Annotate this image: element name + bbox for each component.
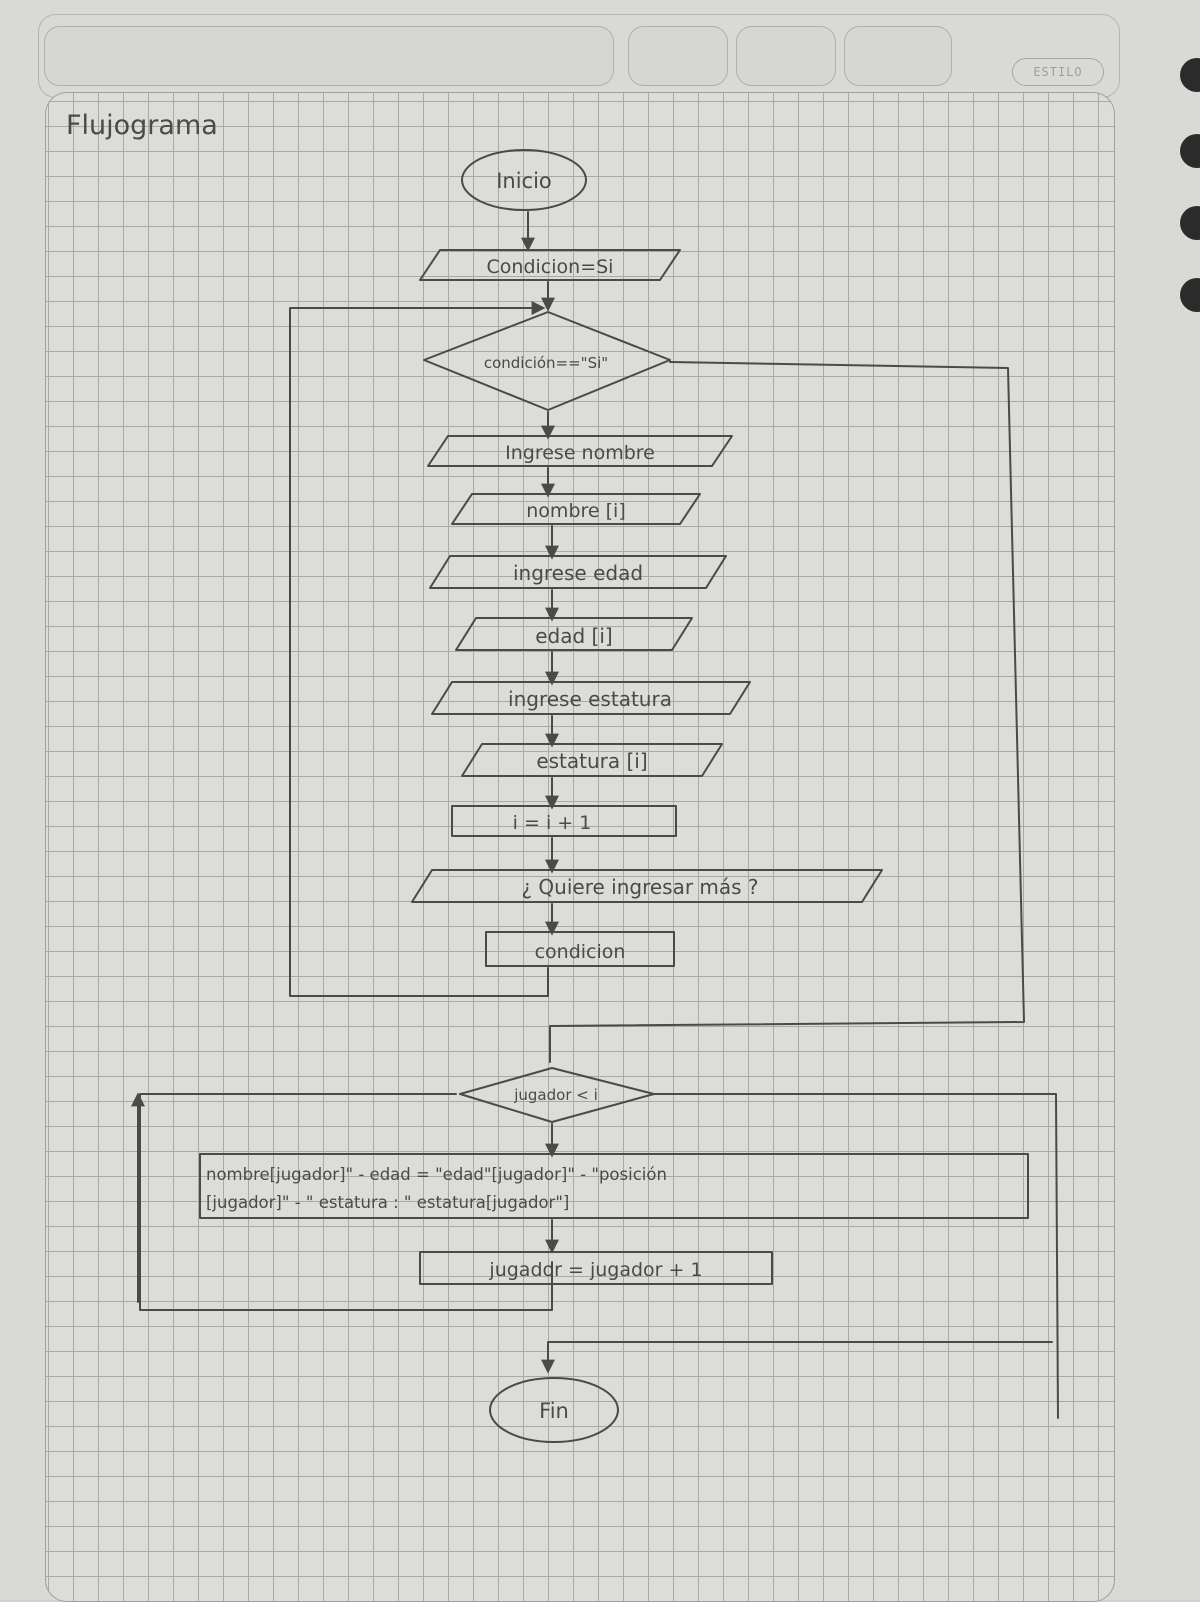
read-age-label: edad [i] bbox=[535, 624, 612, 648]
header-field-box bbox=[44, 26, 614, 86]
end-label: Fin bbox=[539, 1399, 569, 1423]
prompt-name-io-shape bbox=[427, 435, 733, 467]
prompt-name-label: Ingrese nombre bbox=[505, 442, 655, 464]
second-loop-exit-line bbox=[653, 1093, 1059, 1419]
header-field-box bbox=[628, 26, 728, 86]
loop-decision-label: condición=="Si" bbox=[484, 354, 608, 372]
read-name-io-shape bbox=[451, 493, 701, 525]
read-condition-label: condicion bbox=[535, 941, 626, 963]
punch-hole bbox=[1180, 134, 1200, 168]
increment-player-label: jugador = jugador + 1 bbox=[488, 1259, 702, 1281]
loop-exit-line bbox=[549, 361, 1025, 1063]
header-field-box bbox=[844, 26, 952, 86]
punch-hole bbox=[1180, 278, 1200, 312]
player-decision-label: jugador < i bbox=[513, 1086, 598, 1104]
player-decision-diamond bbox=[459, 1067, 655, 1123]
second-loop-return-line bbox=[139, 1093, 553, 1311]
init-label: Condicion=Si bbox=[487, 256, 614, 278]
read-name-label: nombre [i] bbox=[526, 500, 625, 522]
ask-more-label: ¿ Quiere ingresar más ? bbox=[521, 875, 758, 899]
init-io-shape bbox=[419, 249, 681, 281]
start-label: Inicio bbox=[496, 169, 552, 193]
prompt-height-label: ingrese estatura bbox=[508, 687, 672, 711]
header-field-box bbox=[736, 26, 836, 86]
read-height-io-shape bbox=[461, 743, 723, 777]
brand-label: ESTILO bbox=[1012, 58, 1104, 86]
prompt-age-io-shape bbox=[429, 555, 727, 589]
read-age-io-shape bbox=[455, 617, 693, 651]
ask-more-io-shape bbox=[411, 869, 883, 903]
punch-hole bbox=[1180, 206, 1200, 240]
second-loop-exit-line bbox=[541, 1341, 1053, 1374]
prompt-height-io-shape bbox=[431, 681, 751, 715]
start-terminator bbox=[461, 149, 587, 211]
punch-hole bbox=[1180, 58, 1200, 92]
diagram-title: Flujograma bbox=[66, 110, 218, 141]
prompt-age-label: ingrese edad bbox=[513, 561, 643, 585]
loop-decision-diamond bbox=[423, 311, 671, 411]
output-label-line1: nombre[jugador]" - edad = "edad"[jugador… bbox=[206, 1165, 667, 1184]
output-process-box bbox=[199, 1153, 1029, 1219]
end-terminator bbox=[489, 1377, 619, 1443]
loop-return-line bbox=[289, 301, 549, 997]
read-condition-process bbox=[485, 931, 675, 967]
increment-player-process bbox=[419, 1251, 773, 1285]
increment-i-process bbox=[451, 805, 677, 837]
read-height-label: estatura [i] bbox=[536, 749, 647, 773]
output-label-line2: [jugador]" - " estatura : " estatura[jug… bbox=[206, 1193, 569, 1212]
grid-paper-area bbox=[45, 92, 1115, 1602]
increment-i-label: i = i + 1 bbox=[513, 812, 592, 834]
